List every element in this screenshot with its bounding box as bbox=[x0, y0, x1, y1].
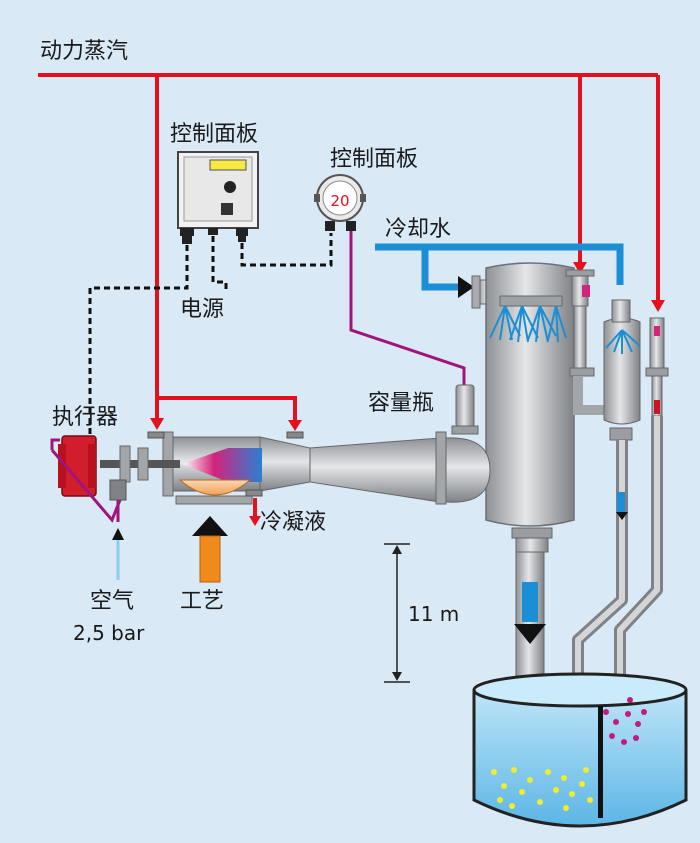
condenser-vessel bbox=[471, 262, 575, 553]
cooling-water-lines bbox=[375, 243, 624, 291]
label-height: 11 m bbox=[408, 602, 459, 626]
label-air: 空气 bbox=[90, 589, 134, 614]
actuator bbox=[50, 435, 127, 523]
signal-line-gauge bbox=[349, 231, 466, 385]
steam-arrows bbox=[150, 262, 665, 526]
barometric-arrow bbox=[514, 624, 546, 644]
label-power: 电源 bbox=[180, 297, 224, 322]
steam-lines bbox=[38, 73, 660, 520]
secondary-condenser bbox=[565, 269, 669, 441]
drop-arrow-small bbox=[616, 512, 628, 520]
label-air-pressure: 2,5 bar bbox=[73, 621, 145, 645]
label-control-panel-main: 控制面板 bbox=[170, 122, 258, 147]
label-condensate: 冷凝液 bbox=[260, 510, 326, 535]
label-cooling-water: 冷却水 bbox=[385, 217, 451, 242]
label-steam: 动力蒸汽 bbox=[40, 39, 128, 64]
process-arrow bbox=[192, 516, 228, 583]
air-arrow bbox=[112, 528, 124, 540]
control-panel-box bbox=[177, 151, 259, 244]
label-process: 工艺 bbox=[180, 589, 224, 614]
label-actuator: 执行器 bbox=[52, 405, 118, 430]
height-dimension bbox=[384, 543, 410, 683]
vessel bbox=[451, 384, 479, 435]
ejector bbox=[100, 431, 491, 505]
water-tank bbox=[472, 672, 688, 828]
label-control-panel-gauge: 控制面板 bbox=[330, 147, 418, 172]
label-vessel: 容量瓶 bbox=[368, 391, 434, 416]
gauge-value: 20 bbox=[330, 192, 349, 210]
control-panel-gauge bbox=[314, 174, 366, 231]
cooling-water-inlet-arrow bbox=[458, 276, 474, 298]
